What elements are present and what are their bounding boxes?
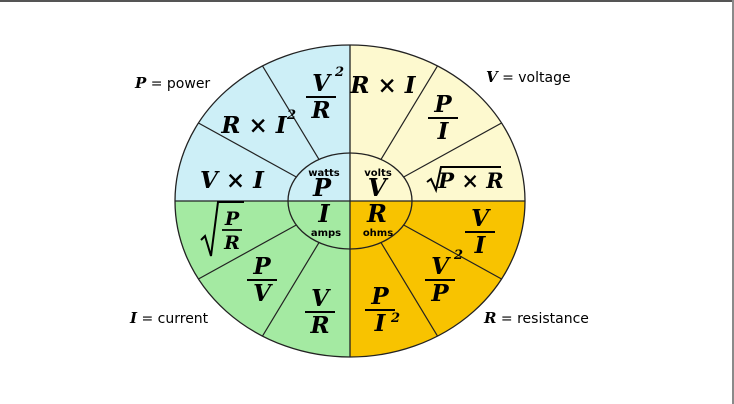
resistance-formula-1: VI	[465, 205, 495, 259]
legend-power-symbol: P	[135, 74, 147, 92]
ohms-letter: R	[366, 199, 387, 228]
voltage-formula-3-radicand: P × R	[437, 168, 503, 193]
center-watts: watts P	[308, 168, 340, 202]
center-volts: volts V	[364, 168, 392, 202]
voltage-formula-3-radical	[426, 166, 501, 194]
sector-divider-1	[380, 65, 439, 160]
amps-letter: I	[317, 199, 330, 228]
resistance-formula-1-numerator: V	[471, 205, 491, 232]
amps-label: amps	[311, 228, 341, 239]
power-formula-1-denominator: R	[310, 97, 330, 124]
sector-divider-7	[198, 122, 297, 178]
resistance-formula-2-numerator-exponent: 2	[453, 248, 463, 263]
resistance-formula-3-numerator: P	[370, 283, 389, 310]
power-formula-2-exponent: 2	[286, 108, 296, 123]
sector-divider-4	[380, 242, 439, 337]
volts-letter: V	[368, 173, 389, 202]
power-formula-3-text: V × I	[200, 167, 265, 194]
voltage-formula-1-text: R × I	[349, 72, 416, 99]
sector-divider-6	[198, 224, 297, 280]
ohms-label: ohms	[363, 228, 393, 239]
current-formula-2-numerator: P	[252, 253, 271, 280]
legend-voltage-text: = voltage	[497, 70, 571, 86]
sector-dividers	[198, 65, 502, 337]
legend-current-text: = current	[137, 311, 209, 327]
legend-resistance: R = resistance	[484, 309, 589, 327]
resistance-formula-1-denominator: I	[474, 232, 487, 259]
legend-current: I = current	[130, 309, 208, 327]
current-formula-3-denominator: R	[309, 312, 329, 339]
legend-voltage-symbol: V	[486, 68, 498, 86]
legend-power-text: = power	[146, 76, 211, 92]
volts-label: volts	[364, 168, 392, 179]
resistance-formula-3-denominator: I	[374, 310, 387, 337]
power-formula-2-text: R × I	[220, 112, 287, 139]
top-border	[0, 0, 734, 2]
current-formula-3-numerator: V	[311, 285, 331, 312]
power-formula-1-numerator-exponent: 2	[334, 65, 344, 80]
resistance-formula-2-denominator: P	[430, 280, 449, 307]
current-formula-1-denominator: R	[223, 232, 240, 254]
center-ohms: R ohms	[363, 199, 393, 239]
current-formula-1-radical	[200, 201, 244, 257]
current-formula-2: PV	[247, 253, 277, 307]
voltage-formula-2-denominator: I	[437, 118, 450, 145]
voltage-formula-3: P × R	[426, 166, 504, 194]
legend-power: P = power	[135, 74, 210, 92]
current-formula-2-denominator: V	[253, 280, 273, 307]
legend-resistance-text: = resistance	[496, 311, 589, 327]
sector-divider-3	[403, 224, 502, 280]
watts-letter: P	[312, 173, 332, 202]
power-formula-1-numerator: V	[312, 70, 332, 97]
legend-current-symbol: I	[130, 309, 138, 327]
current-formula-1: PR	[200, 201, 244, 257]
legend-voltage: V = voltage	[486, 68, 571, 86]
watts-label: watts	[308, 168, 340, 179]
legend-resistance-symbol: R	[484, 309, 497, 327]
sector-divider-5	[261, 242, 320, 337]
current-formula-1-numerator: P	[224, 208, 240, 230]
current-formula-3: VR	[305, 285, 335, 339]
power-formula-3: V × I	[200, 167, 265, 194]
voltage-formula-2: PI	[428, 91, 458, 145]
voltage-formula-1: R × I	[349, 72, 416, 99]
sector-divider-2	[403, 122, 502, 178]
resistance-formula-3-denominator-exponent: 2	[390, 311, 400, 326]
right-border	[732, 0, 734, 404]
resistance-formula-2-numerator: V	[431, 253, 451, 280]
sector-divider-8	[261, 65, 320, 160]
voltage-formula-2-numerator: P	[433, 91, 452, 118]
center-amps: I amps	[311, 199, 341, 239]
